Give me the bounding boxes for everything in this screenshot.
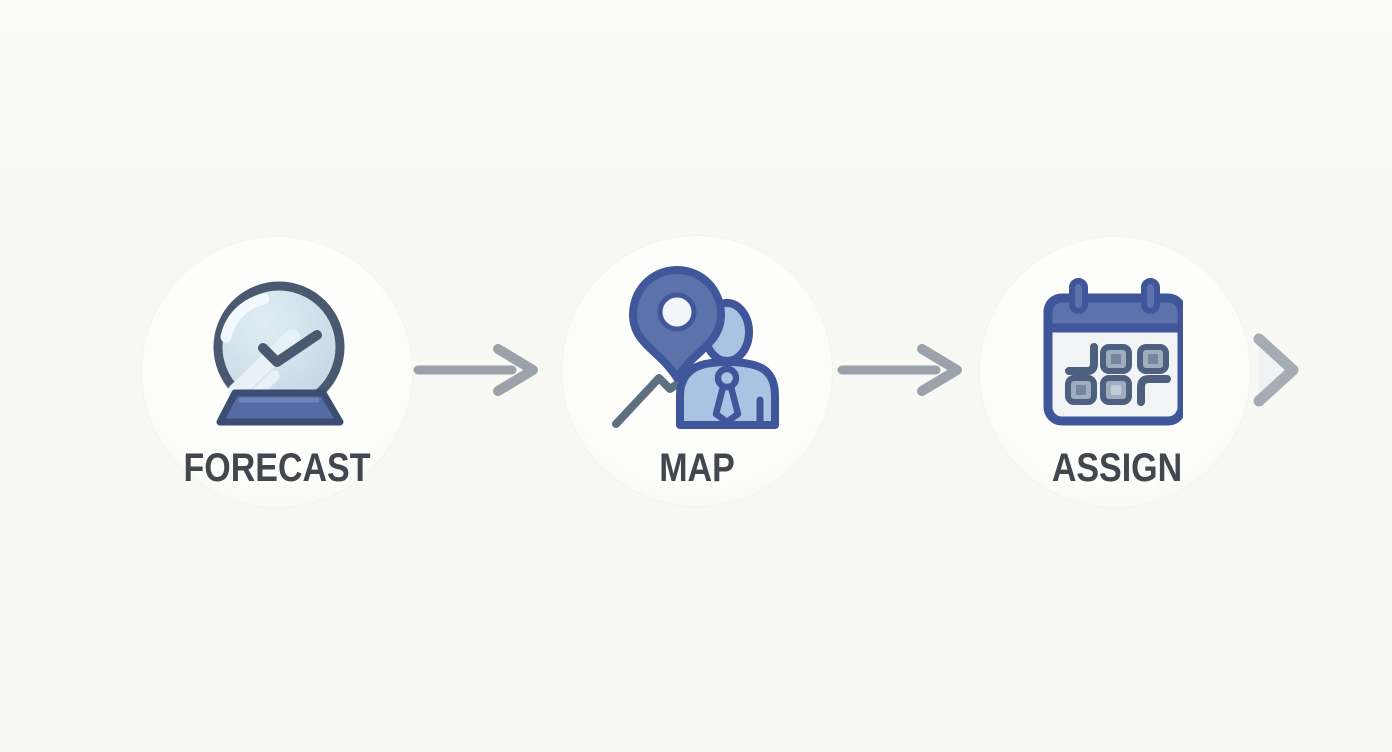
crystal-ball-check-icon — [213, 281, 345, 426]
arrow-right-icon — [837, 344, 962, 396]
chevron-right-icon — [1253, 333, 1299, 407]
step-label-assign: ASSIGN — [1051, 446, 1183, 490]
step-label-map: MAP — [659, 446, 735, 490]
map-pin-person-icon — [612, 266, 779, 429]
calendar-grid-icon — [1043, 278, 1183, 426]
step-label-forecast: FORECAST — [183, 446, 371, 490]
arrow-right-icon — [413, 344, 538, 396]
